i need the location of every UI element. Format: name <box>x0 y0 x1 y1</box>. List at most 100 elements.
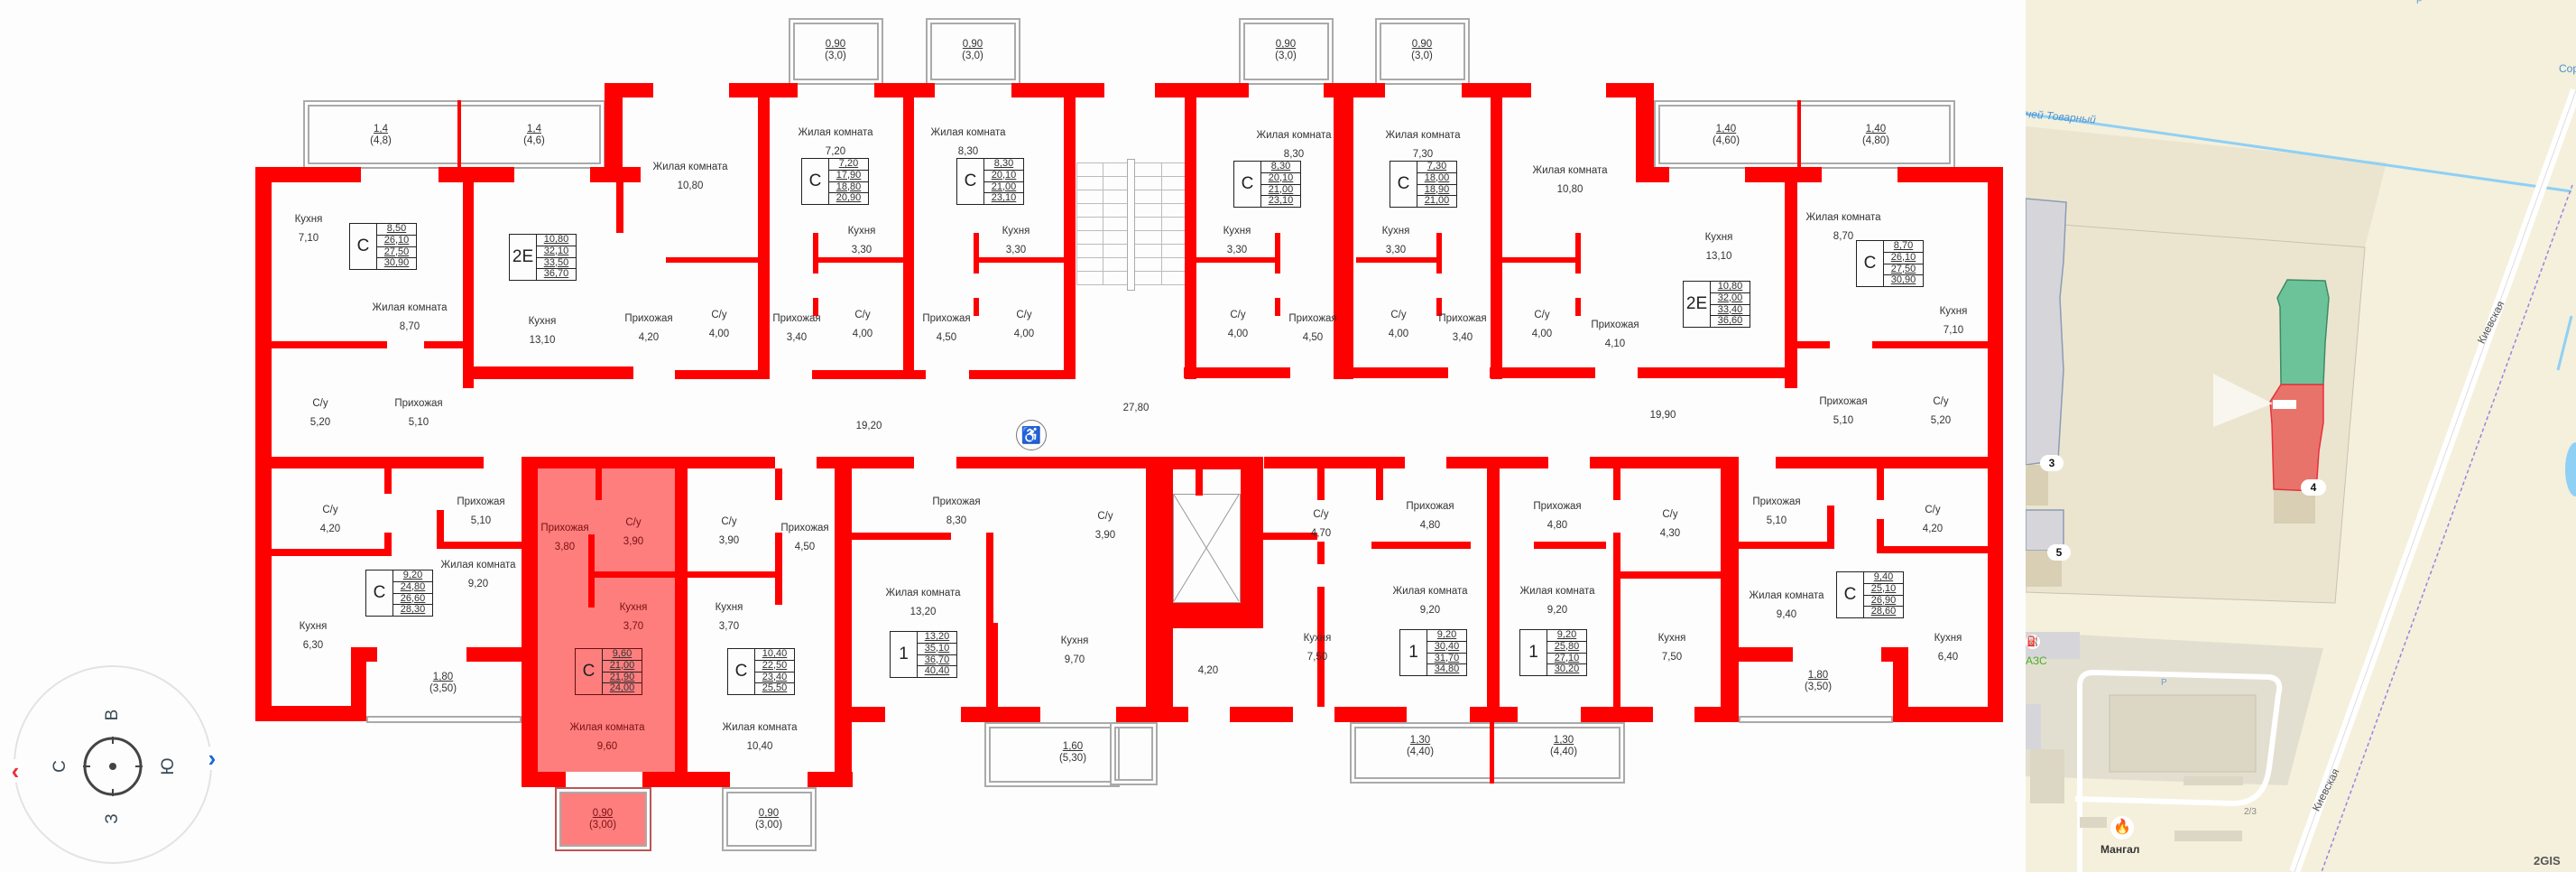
balcony-label[interactable]: 1,4(4,6) <box>523 124 545 147</box>
rotate-left-chevron-icon[interactable]: ‹ <box>11 757 20 784</box>
balcony-label[interactable]: 1,80(3,50) <box>429 672 457 695</box>
balcony-label[interactable]: 1,40(4,80) <box>1862 124 1889 147</box>
fire-icon[interactable]: 🔥 <box>2110 816 2134 840</box>
compass-dial-icon[interactable] <box>81 735 144 798</box>
balcony-label[interactable]: 0,90(3,0) <box>1275 39 1297 62</box>
map-canvas[interactable] <box>2026 0 2576 872</box>
location-map[interactable]: учей Товарный Сор Киевская Киевская 3 5 … <box>2026 0 2576 872</box>
balcony-label[interactable]: 0,90(3,00) <box>589 808 616 831</box>
compass-widget[interactable]: В Ю З С ‹ › <box>11 665 217 864</box>
selected-building-number-badge[interactable]: 4 <box>2301 479 2326 496</box>
balcony-label[interactable]: 1,60(5,30) <box>1059 741 1086 765</box>
poi-gas-station-label[interactable]: АЗС <box>2026 654 2047 667</box>
balcony-label[interactable]: 1,30(4,40) <box>1407 735 1434 758</box>
fuel-icon[interactable]: ⛽ <box>2026 635 2040 649</box>
selected-apartment-balcony[interactable] <box>555 787 651 851</box>
balcony-label[interactable]: 0,90(3,0) <box>825 39 846 62</box>
balcony-label[interactable]: 0,90(3,0) <box>1411 39 1433 62</box>
balcony-label[interactable]: 0,90(3,00) <box>755 808 782 831</box>
selected-apartment-highlight[interactable] <box>538 468 675 772</box>
building-number-badge[interactable]: 5 <box>2047 544 2071 561</box>
rotate-right-chevron-icon[interactable]: › <box>208 745 217 772</box>
balcony-label[interactable]: 1,80(3,50) <box>1805 670 1832 693</box>
balcony-label[interactable]: 0,90(3,0) <box>962 39 983 62</box>
building-number-badge[interactable]: 3 <box>2040 455 2064 471</box>
balcony-label[interactable]: 1,30(4,40) <box>1550 735 1577 758</box>
balcony-label[interactable]: 1,4(4,8) <box>370 124 392 147</box>
